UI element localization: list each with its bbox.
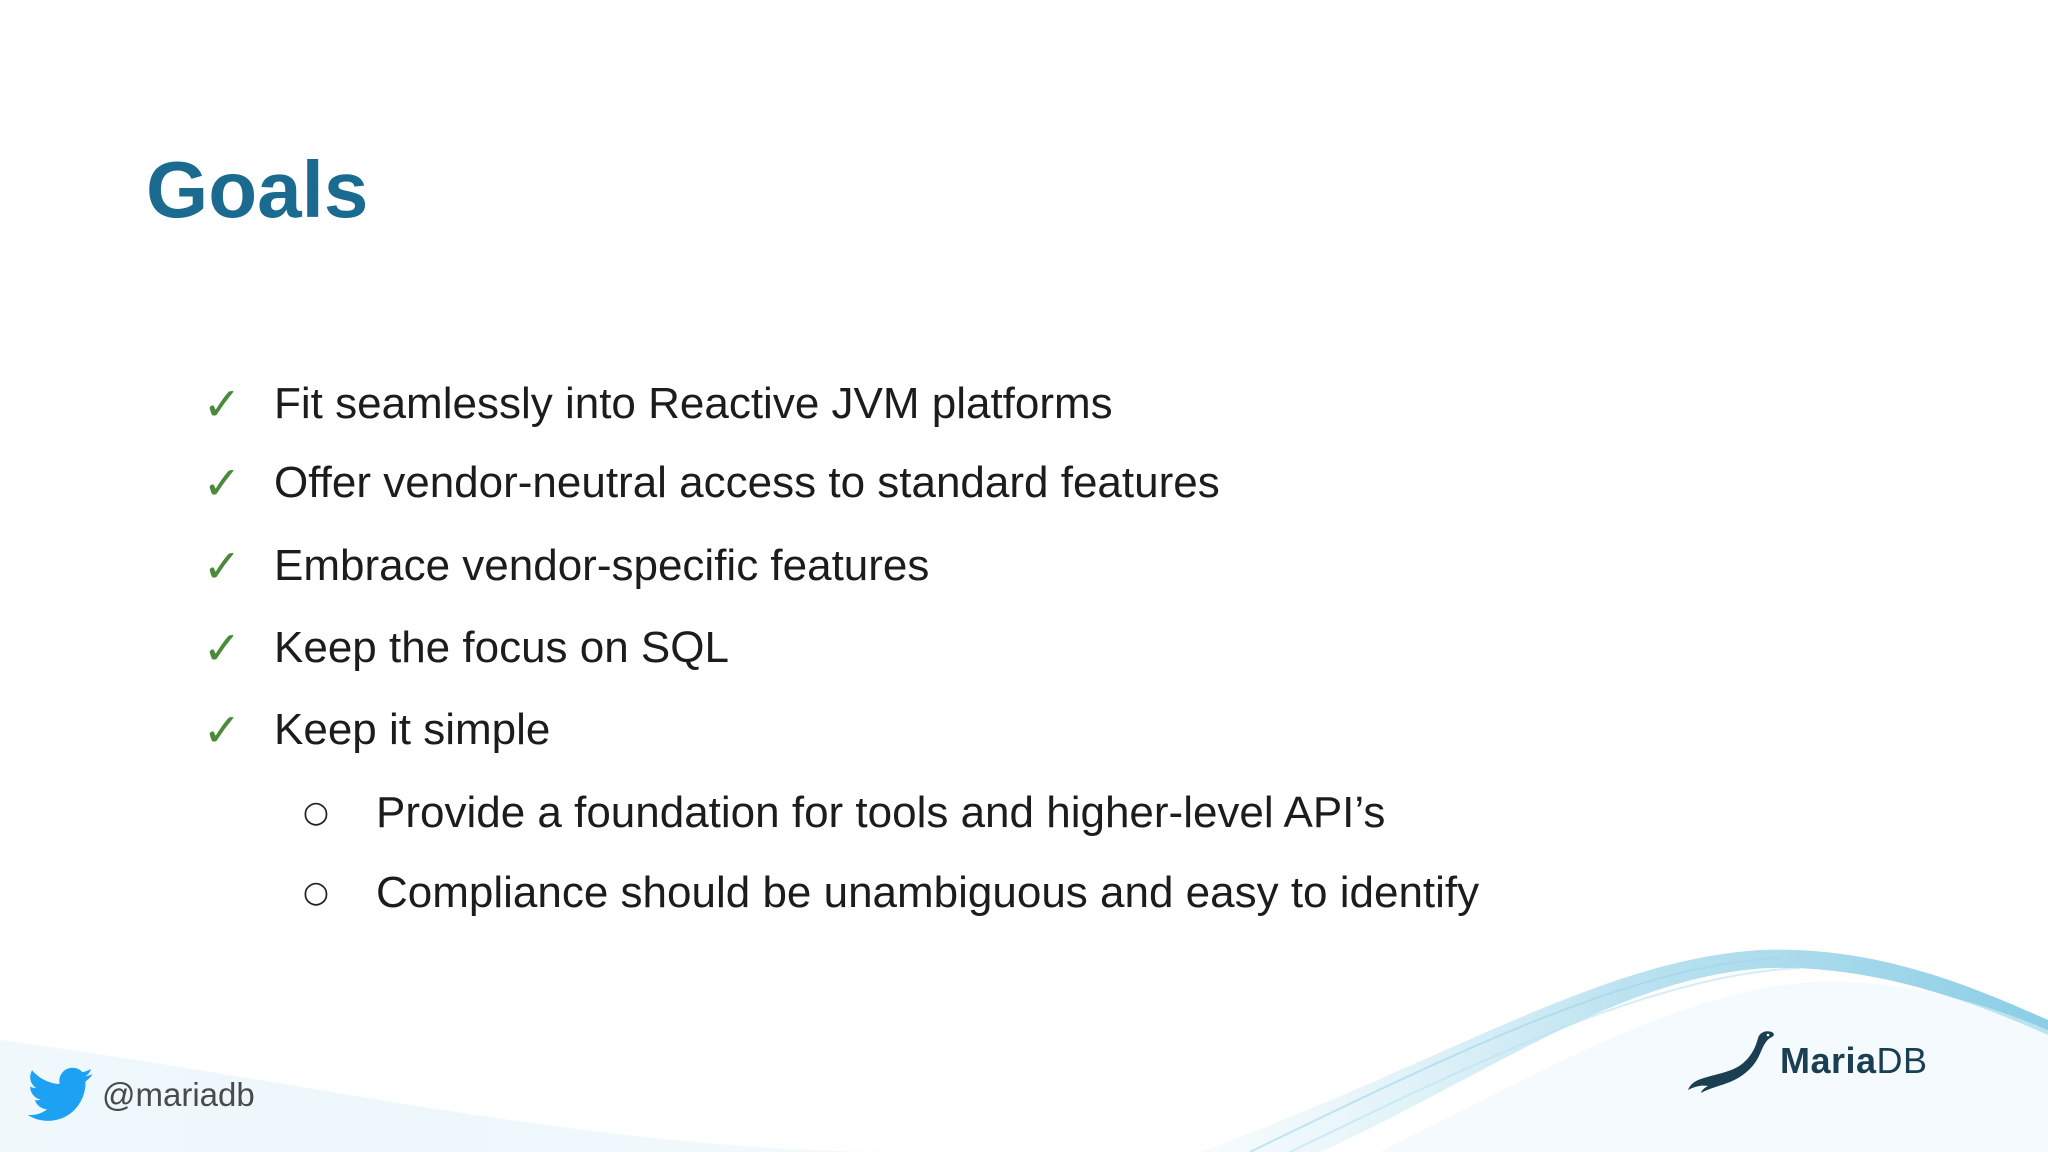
list-item: ✓ Keep it simple bbox=[196, 700, 551, 760]
circle-bullet-icon: ○ bbox=[302, 875, 330, 910]
check-icon: ✓ bbox=[202, 539, 242, 593]
twitter-bird-icon bbox=[28, 1067, 93, 1121]
list-item-text: Keep the focus on SQL bbox=[274, 623, 729, 672]
sub-list-item-text: Compliance should be unambiguous and eas… bbox=[376, 868, 1480, 917]
check-icon: ✓ bbox=[202, 703, 242, 757]
list-item-text: Keep it simple bbox=[274, 705, 551, 754]
sub-list-item: ○ Compliance should be unambiguous and e… bbox=[298, 863, 1479, 923]
check-icon: ✓ bbox=[202, 377, 242, 431]
slide-title: Goals bbox=[146, 145, 369, 234]
sub-list-item-text: Provide a foundation for tools and highe… bbox=[376, 788, 1386, 837]
list-item-text: Offer vendor-neutral access to standard … bbox=[274, 458, 1220, 507]
logo-text-db: DB bbox=[1876, 1040, 1928, 1081]
twitter-handle-text: @mariadb bbox=[102, 1076, 255, 1113]
list-item: ✓ Keep the focus on SQL bbox=[196, 618, 729, 678]
list-item-text: Fit seamlessly into Reactive JVM platfor… bbox=[274, 379, 1113, 428]
list-item: ✓ Embrace vendor-specific features bbox=[196, 536, 930, 596]
sub-list-item: ○ Provide a foundation for tools and hig… bbox=[298, 783, 1385, 843]
logo-text: MariaDB bbox=[1780, 1040, 1928, 1082]
mariadb-logo: MariaDB bbox=[1686, 1028, 1928, 1094]
list-item: ✓ Fit seamlessly into Reactive JVM platf… bbox=[196, 374, 1113, 434]
check-icon: ✓ bbox=[202, 621, 242, 675]
circle-bullet-icon: ○ bbox=[302, 795, 330, 830]
twitter-handle-badge: @mariadb bbox=[28, 1066, 255, 1124]
check-icon: ✓ bbox=[202, 456, 242, 510]
logo-text-maria: Maria bbox=[1780, 1040, 1877, 1081]
list-item-text: Embrace vendor-specific features bbox=[274, 541, 930, 590]
seal-icon bbox=[1688, 1031, 1774, 1093]
list-item: ✓ Offer vendor-neutral access to standar… bbox=[196, 453, 1220, 513]
